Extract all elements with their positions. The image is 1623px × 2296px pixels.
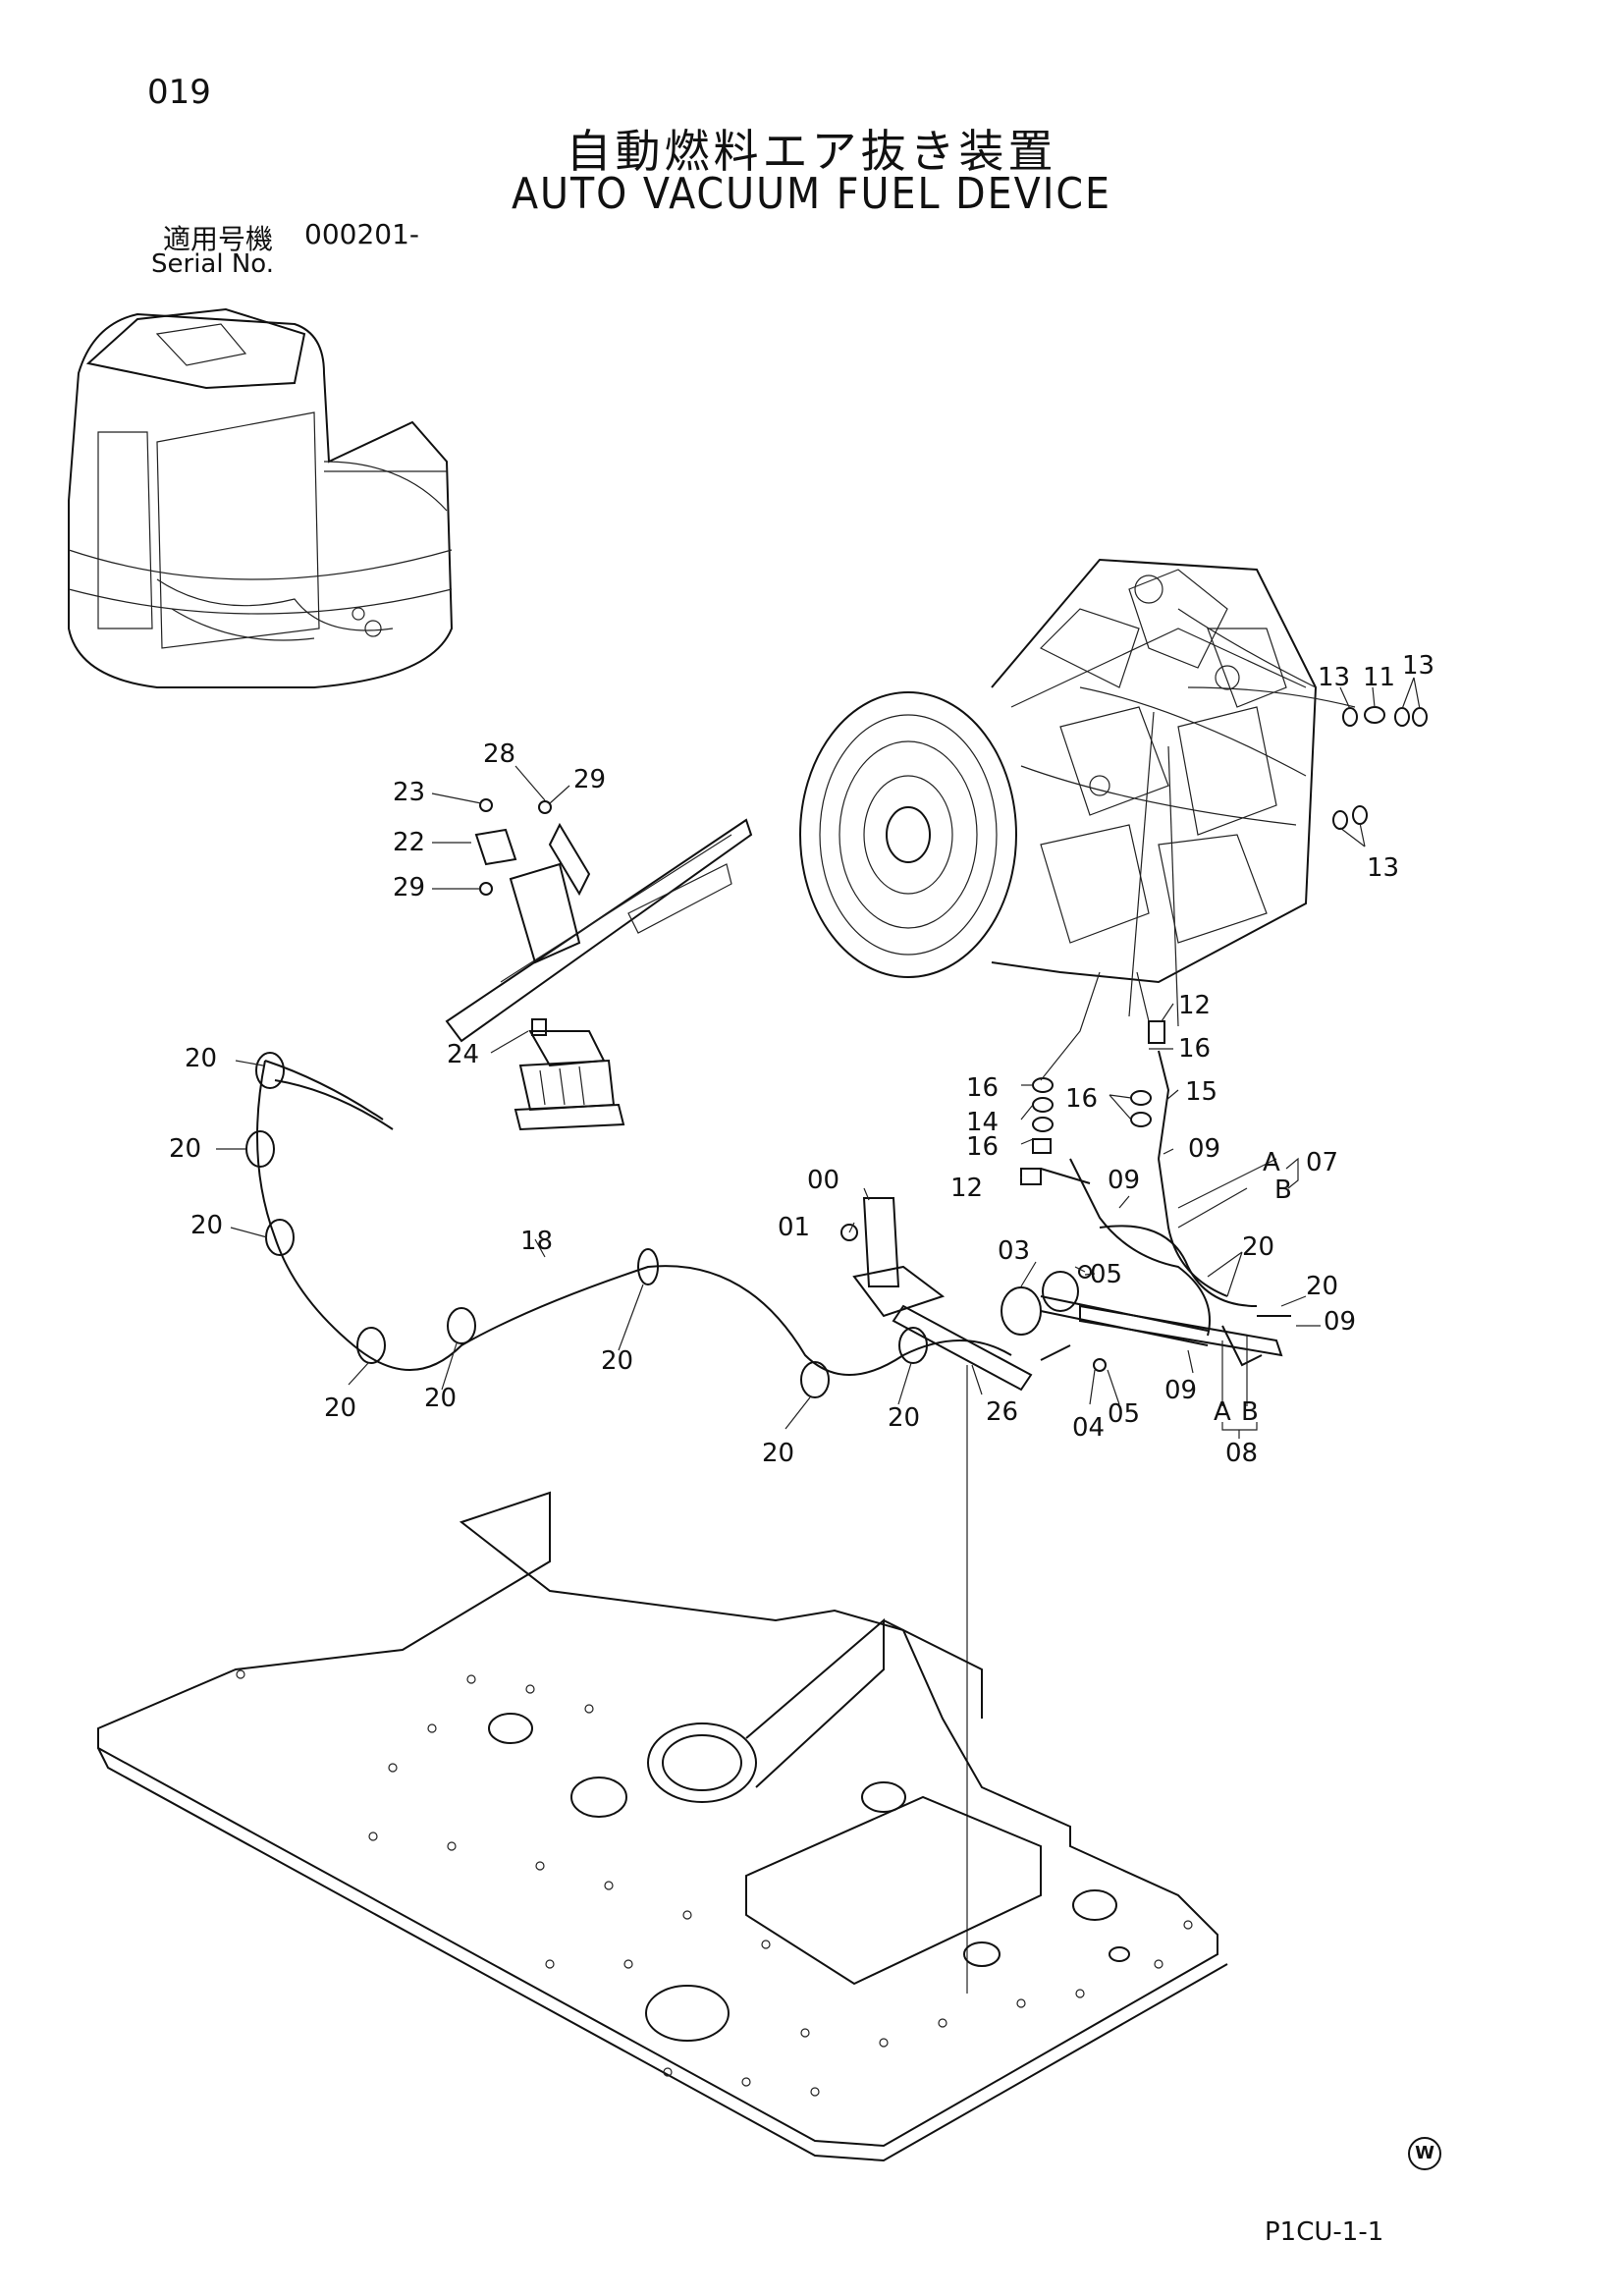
callout-16: 16	[1178, 1034, 1211, 1064]
callout-04: 04	[1072, 1413, 1105, 1443]
leader-lines	[216, 677, 1421, 1439]
base-frame	[97, 1491, 1228, 2162]
callout-A: A	[1214, 1397, 1231, 1427]
callout-15: 15	[1185, 1077, 1217, 1107]
callout-20: 20	[324, 1394, 356, 1423]
callout-11: 11	[1363, 663, 1395, 692]
callout-13: 13	[1318, 663, 1350, 692]
excavator-overview	[68, 307, 454, 688]
callout-26: 26	[986, 1397, 1018, 1427]
w-mark-icon: W	[1408, 2137, 1441, 2170]
callout-20: 20	[888, 1403, 920, 1433]
callout-16: 16	[966, 1132, 999, 1162]
relay-bracket	[445, 798, 753, 1043]
callout-29: 29	[573, 765, 606, 794]
callout-20: 20	[424, 1384, 457, 1413]
callout-05: 05	[1108, 1399, 1140, 1429]
callout-09: 09	[1164, 1376, 1197, 1405]
callout-16: 16	[1065, 1084, 1098, 1114]
callout-20: 20	[185, 1044, 217, 1073]
callout-13: 13	[1367, 853, 1399, 883]
callout-09: 09	[1188, 1134, 1220, 1164]
callout-20: 20	[1242, 1232, 1274, 1262]
title-japanese: 自動燃料エア抜き装置	[566, 125, 1057, 178]
callout-20: 20	[762, 1439, 794, 1468]
callout-05: 05	[1090, 1260, 1122, 1289]
serial-label-japanese: 適用号機	[163, 223, 274, 255]
callout-23: 23	[393, 778, 425, 807]
wire-harness	[245, 1052, 1012, 1398]
callout-20: 20	[601, 1346, 633, 1376]
callout-09: 09	[1324, 1307, 1356, 1337]
callout-29: 29	[393, 873, 425, 902]
page-number: 019	[147, 73, 211, 112]
callout-03: 03	[998, 1236, 1030, 1266]
callout-09: 09	[1108, 1166, 1140, 1195]
callout-18: 18	[520, 1227, 553, 1256]
callout-B: B	[1274, 1175, 1292, 1205]
callout-24: 24	[447, 1040, 479, 1069]
engine-assembly	[799, 558, 1356, 1027]
serial-label-english: Serial No.	[151, 249, 274, 279]
callout-13: 13	[1402, 651, 1434, 681]
callout-12: 12	[950, 1174, 983, 1203]
callout-28: 28	[483, 739, 515, 769]
callout-07: 07	[1306, 1148, 1338, 1177]
callout-01: 01	[778, 1213, 810, 1242]
callout-20: 20	[190, 1211, 223, 1240]
callout-A: A	[1263, 1148, 1280, 1177]
callout-20: 20	[1306, 1272, 1338, 1301]
relay-block	[514, 1018, 625, 1131]
fuel-valve-assembly	[840, 1197, 1283, 1994]
callout-00: 00	[807, 1166, 839, 1195]
callout-22: 22	[393, 828, 425, 857]
title-english: AUTO VACUUM FUEL DEVICE	[511, 169, 1112, 219]
callout-20: 20	[169, 1134, 201, 1164]
callout-B: B	[1241, 1397, 1259, 1427]
callout-14: 14	[966, 1108, 999, 1137]
callout-16: 16	[966, 1073, 999, 1103]
callout-12: 12	[1178, 991, 1211, 1020]
serial-value: 000201-	[304, 218, 419, 250]
page-code: P1CU-1-1	[1265, 2217, 1384, 2247]
callout-08: 08	[1225, 1439, 1258, 1468]
